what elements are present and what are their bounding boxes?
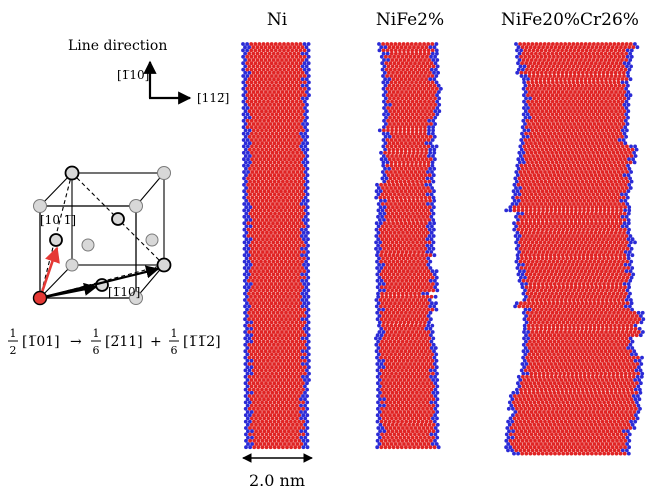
coordinate-system: Line direction [1̅10] [112̅] <box>68 38 229 105</box>
panel-title-nife2: NiFe2% <box>376 10 444 30</box>
vector-2: [2̅11] <box>105 334 143 350</box>
cube-back-face <box>71 172 165 266</box>
line-direction-label: Line direction <box>68 38 167 54</box>
coef3-numerator: 1 <box>171 327 178 340</box>
atom-panel-nife20cr26 <box>504 42 646 456</box>
plane-atoms <box>49 165 172 292</box>
gray-atoms <box>33 166 171 305</box>
cube-front-face <box>39 205 137 299</box>
panel-title-ni: Ni <box>267 10 288 30</box>
burgers-vector-label: [10 1̅] <box>40 213 76 227</box>
unit-cell: [10 1̅] [1̅10] <box>32 165 172 306</box>
origin-atom <box>32 290 48 306</box>
line-vector-arrow <box>39 265 160 300</box>
scale-bar: 2.0 nm <box>242 453 313 490</box>
scale-bar-label: 2.0 nm <box>249 471 305 490</box>
coef2-denominator: 6 <box>93 344 100 357</box>
vertical-direction-label: [1̅10] <box>117 68 149 82</box>
coef2-numerator: 1 <box>93 327 100 340</box>
coef1-denominator: 2 <box>10 344 17 357</box>
vector-1: [1̅01] <box>22 334 60 350</box>
vector-3: [1̅1̅2] <box>183 334 221 350</box>
plus-symbol: + <box>150 334 162 350</box>
horizontal-direction-label: [112̅] <box>197 91 229 105</box>
dissociation-equation: 1 2 [1̅01] → 1 6 [2̅11] + 1 6 [1̅1̅2] <box>8 327 221 357</box>
coef3-denominator: 6 <box>171 344 178 357</box>
panel-title-nife20cr26: NiFe20%Cr26% <box>501 10 639 30</box>
coef1-numerator: 1 <box>10 327 17 340</box>
arrow-symbol: → <box>70 334 82 350</box>
line-vector-label: [1̅10] <box>108 285 140 299</box>
burgers-vector-arrow <box>38 246 60 299</box>
atom-panel-nife2 <box>374 42 443 450</box>
atom-panel-ni <box>241 42 311 450</box>
